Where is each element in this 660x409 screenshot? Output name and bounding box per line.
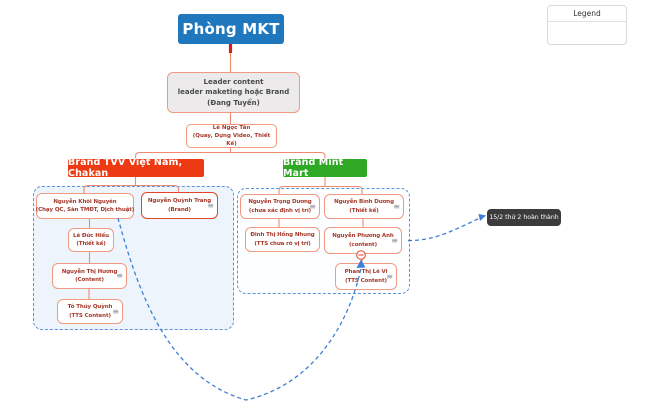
arrowhead-to-tooltip — [478, 214, 486, 221]
node-nguyen-trong-duong[interactable]: Nguyễn Trọng Dương (chưa xác định vị trí… — [240, 194, 320, 219]
menu-icon[interactable]: ≡ — [116, 271, 123, 280]
node-dinh-thi-hong-nhung[interactable]: Đinh Thị Hồng Nhung (TTS chưa rõ vị trí) — [245, 227, 320, 252]
node-name: Lê Ngọc Tân — [212, 124, 251, 131]
collapse-toggle-icon[interactable] — [356, 250, 366, 260]
menu-icon[interactable]: ≡ — [112, 306, 119, 316]
node-to-thuy-quynh[interactable]: Tô Thúy Quỳnh (TTS Content) ≡ — [57, 299, 123, 324]
note-tooltip: 15/2 thứ 2 hoàn thành — [487, 209, 561, 226]
legend-body — [548, 22, 626, 44]
node-leader-content[interactable]: Leader content leader maketing hoặc Bran… — [167, 72, 300, 113]
root-node-label: Phòng MKT — [182, 20, 280, 38]
node-name: Nguyễn Quỳnh Trang — [147, 198, 212, 205]
node-role: (content) — [349, 241, 377, 248]
node-name: Nguyễn Trọng Dương — [248, 199, 312, 206]
node-name: Phan Thị Lê Vi — [344, 269, 388, 276]
node-role: (Brand) — [168, 206, 191, 213]
node-nguyen-binh-duong[interactable]: Nguyễn Bình Dương (Thiết kế) ≡ — [324, 194, 404, 219]
node-role: (Thiết kế) — [76, 241, 106, 247]
leader-line1: Leader content — [203, 77, 264, 86]
dashed-link-phuonganh-to-tooltip — [407, 216, 482, 242]
node-name: Nguyễn Khôi Nguyên — [53, 198, 117, 205]
note-tooltip-text: 15/2 thứ 2 hoàn thành — [489, 214, 559, 221]
menu-icon[interactable]: ≡ — [386, 271, 393, 281]
menu-icon[interactable]: ≡ — [207, 200, 214, 210]
node-name: Lê Đức Hiếu — [73, 232, 109, 239]
menu-icon[interactable]: ≡ — [393, 201, 400, 211]
node-role: (TTS Content) — [69, 312, 111, 319]
node-name: Nguyễn Bình Dương — [334, 199, 394, 206]
node-role: (chưa xác định vị trí) — [248, 207, 312, 214]
node-name: Nguyễn Phương Anh — [332, 233, 394, 240]
node-phan-thi-le-vi[interactable]: Phan Thị Lê Vi (TTS Content) ≡ — [335, 263, 397, 290]
node-le-duc-hieu[interactable]: Lê Đức Hiếu (Thiết kế) — [68, 228, 114, 252]
node-name: Tô Thúy Quỳnh — [67, 304, 113, 311]
node-name: Đinh Thị Hồng Nhung — [250, 232, 315, 239]
node-nguyen-khoi-nguyen[interactable]: Nguyễn Khôi Nguyên (Chạy QC, Sàn TMĐT, D… — [36, 193, 134, 219]
menu-icon[interactable]: ≡ — [309, 201, 316, 211]
node-role: (Content) — [75, 277, 104, 283]
node-name: Nguyễn Thị Hương — [61, 268, 118, 275]
branch-header-brand-tvv[interactable]: Brand TVV Việt Nam, Chakan — [68, 157, 204, 179]
branch-label: Brand TVV Việt Nam, Chakan — [68, 157, 183, 179]
node-nguyen-phuong-anh[interactable]: Nguyễn Phương Anh (content) ≡ — [324, 227, 402, 254]
node-role: (TTS Content) — [345, 277, 387, 284]
branch-header-brand-mint[interactable]: Brand Mint Mart — [283, 157, 367, 179]
leader-line3: (Đang Tuyển) — [207, 98, 260, 107]
node-nguyen-quynh-trang[interactable]: Nguyễn Quỳnh Trang (Brand) ≡ — [141, 192, 218, 219]
node-role: (Thiết kế) — [349, 207, 379, 214]
node-le-ngoc-tan[interactable]: Lê Ngọc Tân (Quay, Dựng Video, Thiết Kế) — [186, 124, 277, 148]
legend-panel[interactable]: Legend — [547, 5, 627, 45]
node-role: (TTS chưa rõ vị trí) — [254, 240, 311, 247]
node-role: (Chạy QC, Sàn TMĐT, Dịch thuật) — [35, 207, 135, 213]
branch-label: Brand Mint Mart — [283, 157, 344, 179]
root-node-phong-mkt[interactable]: Phòng MKT — [178, 14, 284, 44]
leader-line2: leader maketing hoặc Brand — [177, 88, 290, 97]
node-role: (Quay, Dựng Video, Thiết Kế) — [192, 132, 271, 148]
legend-title: Legend — [548, 6, 626, 22]
menu-icon[interactable]: ≡ — [391, 235, 398, 245]
node-nguyen-thi-huong[interactable]: Nguyễn Thị Hương (Content) ≡ — [52, 263, 127, 289]
